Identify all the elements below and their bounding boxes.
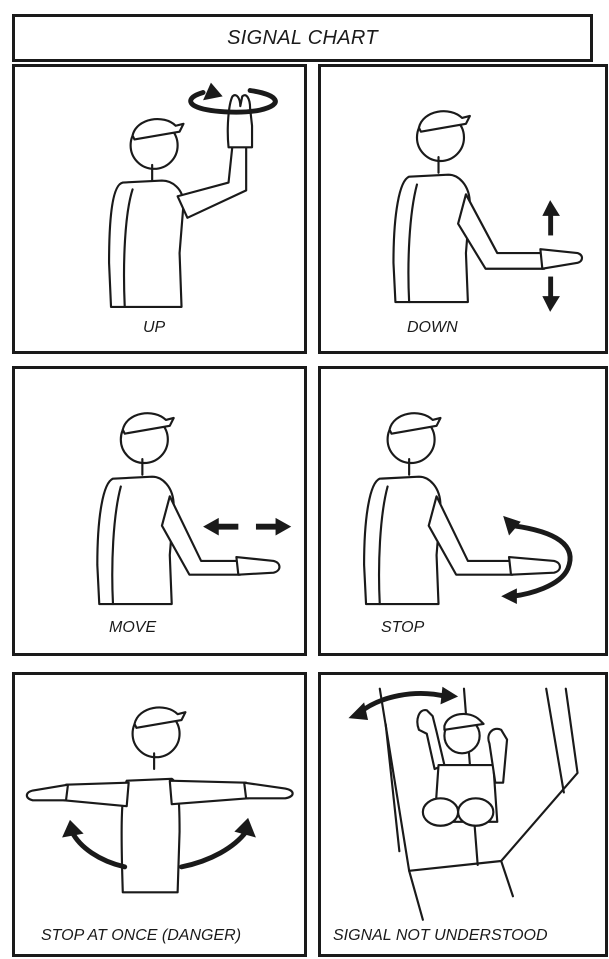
worker-signal-down-illustration <box>321 67 605 351</box>
signal-label-up: UP <box>143 319 165 337</box>
chart-title: SIGNAL CHART <box>12 14 593 62</box>
worker-signal-up-illustration <box>15 67 304 351</box>
signal-label-stop: STOP <box>381 619 424 637</box>
signal-label-down: DOWN <box>407 319 458 337</box>
signal-label-stop-at-once: STOP AT ONCE (DANGER) <box>41 927 241 945</box>
signal-panel-not-understood: SIGNAL NOT UNDERSTOOD <box>318 672 608 957</box>
signal-panel-stop-at-once: STOP AT ONCE (DANGER) <box>12 672 307 957</box>
cab-signal-not-understood-illustration <box>321 675 605 954</box>
worker-signal-stop-illustration <box>321 369 605 653</box>
signal-panel-stop: STOP <box>318 366 608 656</box>
signal-label-not-understood: SIGNAL NOT UNDERSTOOD <box>333 927 548 945</box>
signal-panel-up: UP <box>12 64 307 354</box>
signal-panel-down: DOWN <box>318 64 608 354</box>
worker-signal-move-illustration <box>15 369 304 653</box>
signal-label-move: MOVE <box>109 619 156 637</box>
signal-panel-move: MOVE <box>12 366 307 656</box>
worker-signal-stop-at-once-illustration <box>15 675 304 954</box>
